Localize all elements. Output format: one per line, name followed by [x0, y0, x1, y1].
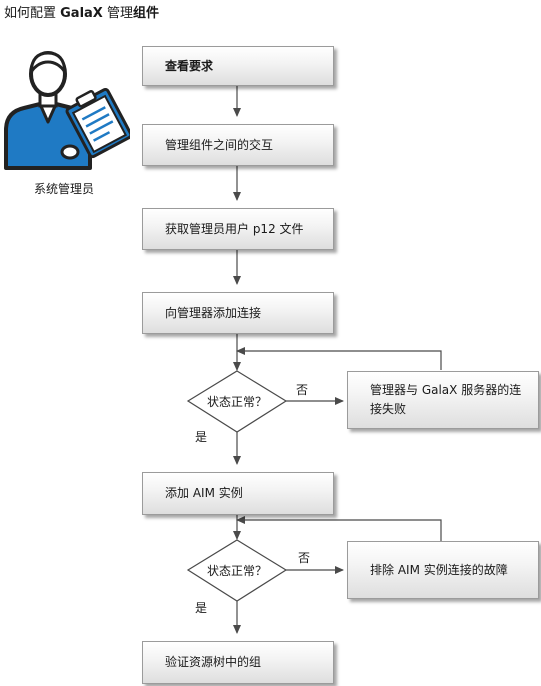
decision-diamond-2 [186, 539, 288, 602]
step-5-text: 添加 AIM 实例 [165, 486, 243, 500]
failure-troubleshoot-aim: 排除 AIM 实例连接的故障 [347, 541, 539, 599]
step-3-text: 获取管理员用户 p12 文件 [165, 221, 304, 236]
failure-connection-failed: 管理器与 GalaX 服务器的连接失败 [347, 371, 539, 429]
decision-2-text: 状态正常？ [206, 564, 267, 578]
page-title: 如何配置 GalaX 管理组件 [4, 2, 159, 21]
decision-diamond-1 [186, 370, 288, 433]
branch-yes-1: 是 [195, 430, 208, 444]
branch-yes-2: 是 [195, 601, 208, 615]
failure-1-text: 管理器与 GalaX 服务器的连接失败 [370, 383, 522, 416]
decision-1-text: 状态正常？ [206, 395, 267, 409]
failure-2-text: 排除 AIM 实例连接的故障 [370, 562, 508, 577]
step-verify-resource-tree: 验证资源树中的组 [142, 641, 334, 684]
step-add-aim-instance: 添加 AIM 实例 [142, 472, 334, 515]
step-4-text: 向管理器添加连接 [165, 305, 262, 320]
step-check-requirements: 查看要求 [142, 46, 334, 86]
step-add-connection: 向管理器添加连接 [142, 292, 334, 334]
step-1-text: 查看要求 [165, 58, 214, 73]
title-prefix: 如何配置 [4, 6, 61, 21]
administrator-clipboard-icon [4, 51, 130, 170]
branch-no-1: 否 [296, 383, 309, 397]
actor-label: 系统管理员 [33, 182, 94, 196]
title-suffix: 组件 [132, 6, 159, 21]
branch-no-2: 否 [298, 551, 311, 565]
step-2-text: 管理组件之间的交互 [165, 137, 274, 152]
title-brand: GalaX [60, 6, 103, 21]
step-6-text: 验证资源树中的组 [165, 655, 262, 669]
step-get-p12-file: 获取管理员用户 p12 文件 [142, 208, 334, 250]
title-mid: 管理 [102, 6, 133, 21]
step-component-interaction: 管理组件之间的交互 [142, 124, 334, 166]
